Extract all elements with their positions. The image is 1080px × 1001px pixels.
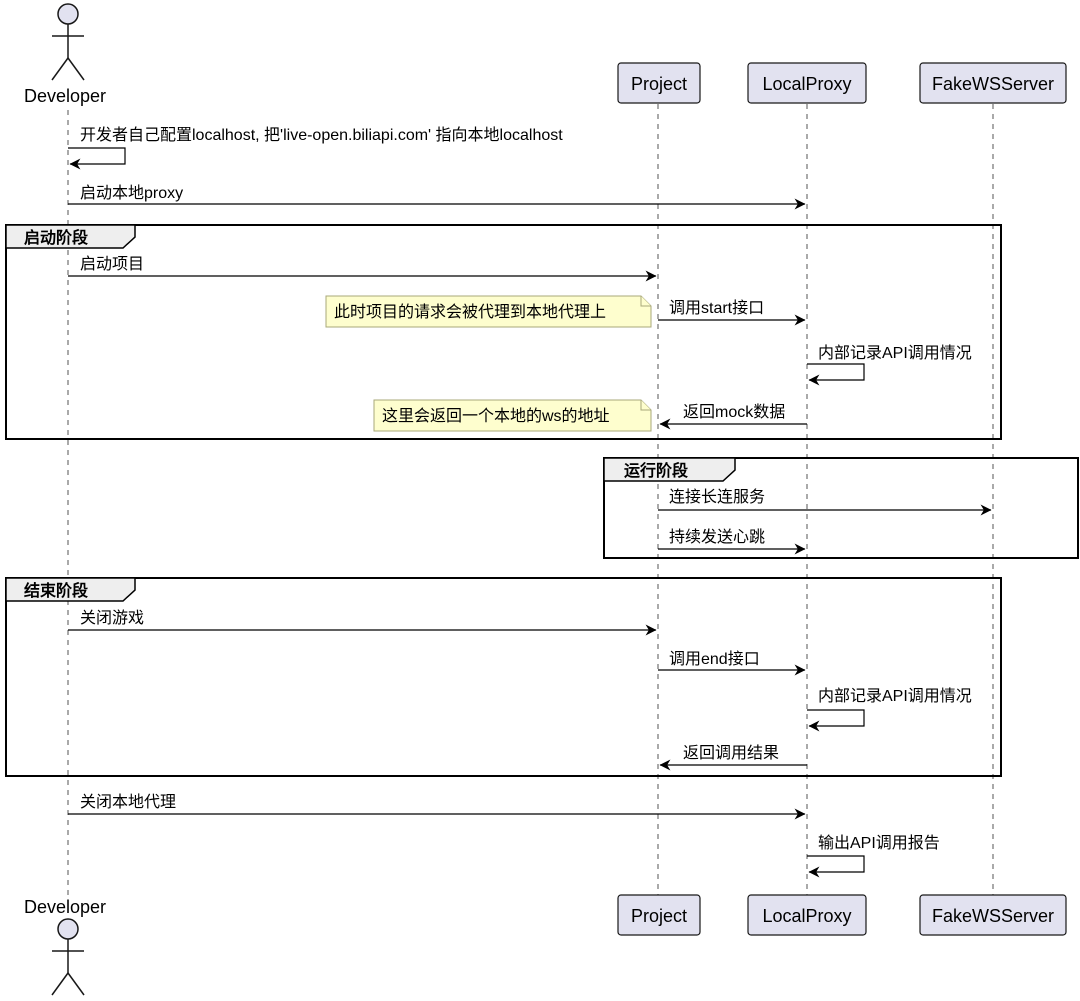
localproxy-label-bottom: LocalProxy <box>762 906 851 926</box>
developer-label-bottom: Developer <box>24 897 106 917</box>
message-close-game: 关闭游戏 <box>68 609 657 636</box>
developer-label-top: Developer <box>24 86 106 106</box>
group-startup: 启动阶段 <box>5 224 1002 440</box>
group-running-label: 运行阶段 <box>624 461 689 480</box>
message-start-project: 启动项目 <box>68 255 657 282</box>
fakewsserver-participant-top: FakeWSServer <box>919 62 1067 104</box>
message-return-mock: 返回mock数据 <box>659 403 807 430</box>
message-start-proxy: 启动本地proxy <box>68 184 806 210</box>
message-call-end: 调用end接口 <box>658 650 806 676</box>
project-participant-top: Project <box>617 62 701 104</box>
fakewsserver-label-top: FakeWSServer <box>932 74 1054 94</box>
actor-head-icon <box>57 3 79 25</box>
note-proxy: 此时项目的请求会被代理到本地代理上 <box>325 295 652 328</box>
group-ending: 结束阶段 <box>5 577 1002 777</box>
group-running: 运行阶段 <box>603 457 1079 559</box>
message-label: 调用end接口 <box>669 650 760 668</box>
message-return-result: 返回调用结果 <box>659 744 807 771</box>
message-label: 内部记录API调用情况 <box>818 344 972 362</box>
project-participant-bottom: Project <box>617 894 701 936</box>
message-label: 连接长连服务 <box>669 488 765 506</box>
message-connect-long: 连接长连服务 <box>658 488 992 516</box>
message-label: 持续发送心跳 <box>669 528 765 546</box>
message-label: 输出API调用报告 <box>818 834 940 852</box>
group-startup-label: 启动阶段 <box>24 228 89 247</box>
message-close-proxy: 关闭本地代理 <box>68 793 806 820</box>
message-label: 启动项目 <box>80 255 144 273</box>
project-label-bottom: Project <box>631 906 687 926</box>
developer-actor-top: Developer <box>24 3 106 106</box>
message-label: 关闭本地代理 <box>80 793 176 811</box>
message-heartbeat: 持续发送心跳 <box>658 528 806 555</box>
message-label: 调用start接口 <box>669 299 764 317</box>
message-record-api-2: 内部记录API调用情况 <box>807 687 972 732</box>
localproxy-label-top: LocalProxy <box>762 74 851 94</box>
message-call-start: 调用start接口 <box>658 299 806 326</box>
localproxy-participant-bottom: LocalProxy <box>747 894 867 936</box>
project-label-top: Project <box>631 74 687 94</box>
message-label: 启动本地proxy <box>80 184 183 202</box>
group-ending-label: 结束阶段 <box>23 581 89 600</box>
fakewsserver-participant-bottom: FakeWSServer <box>919 894 1067 936</box>
message-label: 返回调用结果 <box>683 744 779 762</box>
message-label: 关闭游戏 <box>80 609 144 627</box>
note-proxy-text: 此时项目的请求会被代理到本地代理上 <box>334 303 606 321</box>
message-label: 返回mock数据 <box>683 403 785 421</box>
note-ws-text: 这里会返回一个本地的ws的地址 <box>382 407 610 425</box>
message-config-hosts: 开发者自己配置localhost, 把'live-open.biliapi.co… <box>68 126 563 170</box>
message-label: 开发者自己配置localhost, 把'live-open.biliapi.co… <box>80 126 563 144</box>
message-label: 内部记录API调用情况 <box>818 687 972 705</box>
note-ws: 这里会返回一个本地的ws的地址 <box>373 399 652 432</box>
message-output-report: 输出API调用报告 <box>807 834 940 878</box>
fakewsserver-label-bottom: FakeWSServer <box>932 906 1054 926</box>
message-record-api-1: 内部记录API调用情况 <box>807 344 972 386</box>
localproxy-participant-top: LocalProxy <box>747 62 867 104</box>
developer-actor-bottom: Developer <box>24 897 106 996</box>
actor-head-icon <box>57 918 79 940</box>
